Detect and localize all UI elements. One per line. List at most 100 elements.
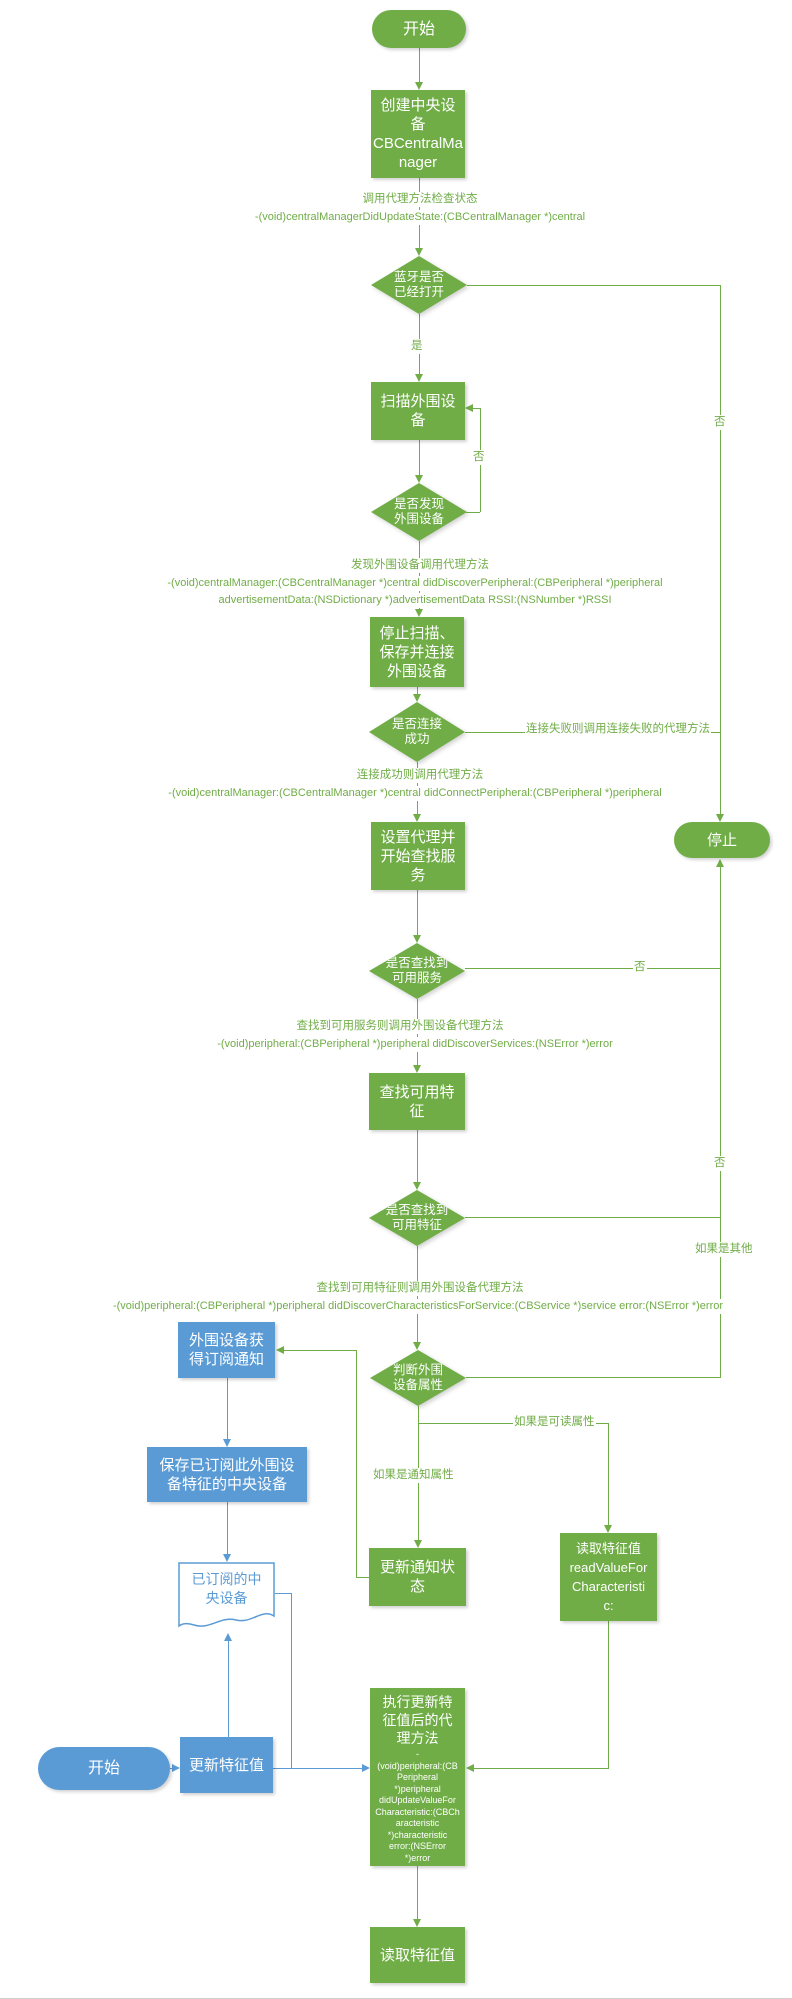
edge-label-yes: 是 — [410, 339, 424, 354]
arrowhead-down — [604, 1525, 612, 1533]
node-update-characteristic: 更新特征值 — [180, 1737, 273, 1793]
node-subscribed-central-document: 已订阅的中 央设备 — [178, 1562, 275, 1630]
edge-label-if-readable: 如果是可读属性 — [513, 1415, 596, 1430]
arrowhead-down — [414, 1540, 422, 1548]
connector-line — [417, 1130, 418, 1183]
connector-line — [466, 1377, 721, 1378]
node-stop: 停止 — [674, 822, 770, 858]
node-save-subscribed-central: 保存已订阅此外围设 备特征的中央设备 — [147, 1447, 307, 1502]
arrowhead-down — [413, 1182, 421, 1190]
edge-label-if-other: 如果是其他 — [694, 1242, 754, 1257]
decision-judge-property-shape: 判断外围 设备属性 — [370, 1350, 466, 1406]
connector-line — [608, 1621, 609, 1768]
node-set-delegate-find-services: 设置代理并 开始查找服 务 — [371, 822, 465, 890]
annotation-did-discover-characteristics: -(void)peripheral:(CBPeripheral *)periph… — [112, 1299, 724, 1314]
connector-line — [228, 1641, 229, 1737]
node-find-characteristics: 查找可用特 征 — [369, 1073, 465, 1130]
decision-bluetooth-on-shape: 蓝牙是否 已经打开 — [371, 256, 467, 314]
decision-service-found-shape: 是否查找到 可用服务 — [369, 943, 465, 999]
arrowhead-down — [413, 1342, 421, 1350]
decision-peripheral-found: 是否发现 外围设备 — [371, 483, 467, 541]
connector-line — [465, 968, 721, 969]
annotation-did-discover-services: -(void)peripheral:(CBPeripheral *)periph… — [217, 1037, 613, 1052]
node-start-top: 开始 — [372, 10, 466, 48]
node-start-bottom: 开始 — [38, 1747, 170, 1790]
arrowhead-down — [415, 609, 423, 617]
arrowhead-right — [172, 1764, 180, 1772]
arrowhead-down — [413, 1065, 421, 1073]
connector-line — [720, 867, 721, 1377]
annotation-check-state: 调用代理方法检查状态 — [362, 192, 478, 207]
node-subscribed-central-label: 已订阅的中 央设备 — [191, 1571, 262, 1606]
connector-line — [275, 1593, 291, 1594]
arrowhead-down — [223, 1554, 231, 1562]
arrowhead-down — [716, 814, 724, 822]
annotation-advertisement-data: advertisementData:(NSDictionary *)advert… — [218, 593, 612, 608]
edge-label-no-bluetooth: 否 — [713, 415, 727, 430]
connector-line — [227, 1378, 228, 1440]
arrowhead-down — [413, 694, 421, 702]
arrowhead-down — [413, 935, 421, 943]
node-exec-update-delegate: 执行更新特 征值后的代 理方法 - (void)peripheral:(CB P… — [370, 1688, 465, 1866]
connector-line — [417, 1866, 418, 1920]
decision-characteristic-found-shape: 是否查找到 可用特征 — [369, 1190, 465, 1246]
arrowhead-down — [415, 82, 423, 90]
connector-line — [466, 512, 480, 513]
connector-line — [720, 285, 721, 815]
document-shape — [178, 1562, 275, 1628]
arrowhead-down — [413, 1919, 421, 1927]
annotation-discover-delegate: 发现外围设备调用代理方法 — [351, 558, 489, 573]
annotation-connect-success: 连接成功则调用代理方法 — [356, 768, 484, 783]
arrowhead-up — [224, 1633, 232, 1641]
arrowhead-up — [716, 859, 724, 867]
arrowhead-left — [276, 1346, 284, 1354]
connector-line — [419, 440, 420, 476]
connector-line — [467, 285, 721, 286]
arrowhead-down — [223, 1439, 231, 1447]
decision-peripheral-found-shape: 是否发现 外围设备 — [371, 483, 467, 541]
edge-label-no-characteristic: 否 — [713, 1156, 727, 1171]
arrowhead-down — [415, 475, 423, 483]
decision-connect-success-shape: 是否连接 成功 — [369, 702, 465, 762]
connector-line — [465, 1217, 721, 1218]
connector-line — [419, 541, 420, 610]
connector-line — [356, 1350, 357, 1577]
annotation-did-connect-peripheral: -(void)centralManager:(CBCentralManager … — [168, 786, 662, 801]
annotation-did-update-state: -(void)centralManagerDidUpdateState:(CBC… — [254, 210, 586, 225]
arrowhead-down — [413, 814, 421, 822]
arrowhead-down — [415, 248, 423, 256]
arrowhead-left — [466, 1764, 474, 1772]
node-exec-update-title: 执行更新特 征值后的代 理方法 — [382, 1694, 453, 1746]
arrowhead-left — [465, 404, 473, 412]
node-read-value-for-characteristic: 读取特征值 readValueFor Characteristi c: — [560, 1533, 657, 1621]
connector-line — [170, 1768, 173, 1769]
edge-label-no-scan: 否 — [472, 450, 486, 465]
connector-line — [474, 1768, 609, 1769]
connector-line — [291, 1593, 292, 1768]
decision-service-found: 是否查找到 可用服务 — [369, 943, 465, 999]
connector-line — [283, 1350, 356, 1351]
connector-line — [273, 1768, 362, 1769]
connector-line — [419, 48, 420, 83]
connector-line — [608, 1423, 609, 1526]
decision-connect-success: 是否连接 成功 — [369, 702, 465, 762]
edge-label-if-notify: 如果是通知属性 — [372, 1468, 455, 1483]
node-exec-update-method: - (void)peripheral:(CB Peripheral *)peri… — [375, 1749, 460, 1863]
node-scan-peripherals: 扫描外围设 备 — [371, 382, 465, 440]
node-create-central-manager: 创建中央设 备 CBCentralMa nager — [371, 90, 465, 178]
edge-label-no-service: 否 — [633, 960, 647, 975]
annotation-service-delegate: 查找到可用服务则调用外围设备代理方法 — [296, 1019, 504, 1034]
decision-characteristic-found: 是否查找到 可用特征 — [369, 1190, 465, 1246]
arrowhead-down — [415, 374, 423, 382]
decision-judge-property: 判断外围 设备属性 — [370, 1350, 466, 1406]
connector-line — [417, 890, 418, 936]
node-peripheral-notified: 外围设备获 得订阅通知 — [178, 1322, 275, 1378]
node-update-notify-state: 更新通知状 态 — [369, 1548, 466, 1606]
connector-line — [417, 687, 418, 695]
decision-bluetooth-on: 蓝牙是否 已经打开 — [371, 256, 467, 314]
annotation-did-discover-peripheral: -(void)centralManager:(CBCentralManager … — [167, 576, 663, 591]
connector-line — [227, 1502, 228, 1555]
connector-line — [356, 1577, 370, 1578]
node-read-characteristic-value: 读取特征值 — [370, 1927, 465, 1983]
